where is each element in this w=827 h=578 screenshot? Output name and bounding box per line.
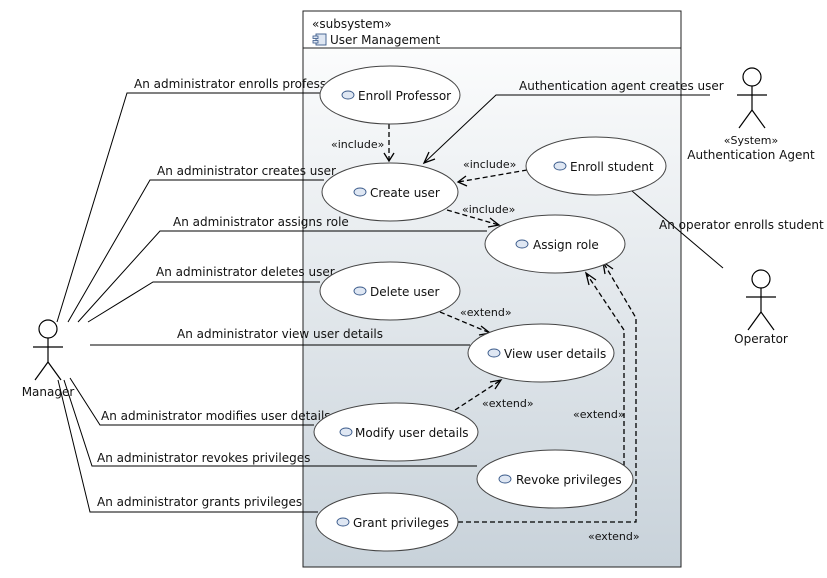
actor-name: Manager [22,385,75,399]
actor-stereotype: «System» [724,134,778,147]
use-case-view-user-details[interactable]: View user details [467,323,615,383]
use-case-label: Delete user [370,285,439,299]
use-case-grant-privileges[interactable]: Grant privileges [315,492,459,552]
relation-labels: «include» «include» «include» «extend» «… [331,138,640,543]
use-case-icon [341,90,355,100]
use-case-icon [353,187,367,197]
use-case-label: View user details [504,347,606,361]
use-case-icon [553,161,567,171]
label-grant-privileges: An administrator grants privileges [97,495,302,509]
label-modify-user-details: An administrator modifies user details [101,409,331,423]
use-case-icon [498,474,512,484]
label-grant-extend: «extend» [588,530,640,543]
dep-grant-extend [458,261,637,523]
use-case-icon [336,517,350,527]
label-create-assign-include: «include» [462,203,515,216]
dependency-lines [383,124,637,523]
component-icon [312,33,327,46]
dep-create-assign-include [446,209,500,226]
use-case-icon [515,239,529,249]
assoc-auth-creates-user [423,94,710,164]
use-case-enroll-student[interactable]: Enroll student [525,136,667,196]
use-case-label: Modify user details [355,426,469,440]
assoc-operator-enrolls-student [631,190,724,269]
label-enroll-professor: An administrator enrolls professor [134,77,338,91]
dep-student-include [457,169,528,183]
actor-operator[interactable]: Operator [734,269,788,346]
actor-name: Operator [734,332,788,346]
subsystem-stereotype: «subsystem» [312,17,392,31]
use-case-label: Grant privileges [353,516,449,530]
use-case-icon [353,286,367,296]
label-modify-extend: «extend» [482,397,534,410]
use-case-delete-user[interactable]: Delete user [319,261,461,321]
label-operator-enrolls-student: An operator enrolls student [659,218,824,232]
dep-create-assign-include-arrowhead [487,217,501,228]
dep-modify-extend-arrowhead [489,379,503,390]
use-case-label: Create user [370,186,440,200]
assoc-grant-privileges [57,379,318,513]
use-case-enroll-professor[interactable]: Enroll Professor [319,65,461,125]
label-revoke-extend: «extend» [573,408,625,421]
actor-manager[interactable]: Manager [22,319,75,399]
dep-modify-extend [454,379,502,411]
assoc-modify-user-details [69,377,314,426]
assoc-revoke-privileges [63,379,477,467]
label-auth-creates-user: Authentication agent creates user [519,79,724,93]
label-view-user-details: An administrator view user details [177,327,383,341]
stick-figure-icon [737,67,767,129]
use-case-icon [487,348,501,358]
assoc-create-user [67,179,324,323]
assoc-auth-arrowhead [422,151,436,165]
use-case-icon [339,427,353,437]
use-case-label: Enroll Professor [358,89,451,103]
use-case-modify-user-details[interactable]: Modify user details [313,402,479,462]
dep-revoke-extend-arrowhead [584,271,597,286]
actor-name: Authentication Agent [687,148,815,162]
label-assign-role: An administrator assigns role [173,215,349,229]
association-labels: An administrator enrolls professor An ad… [97,77,824,509]
assoc-enroll-professor [56,92,320,323]
label-delete-extend: «extend» [460,306,512,319]
dep-delete-extend [439,311,491,334]
assoc-assign-role [77,230,487,323]
use-case-label: Assign role [533,238,599,252]
stick-figure-icon [746,269,776,331]
assoc-delete-user [87,281,320,323]
label-professor-include: «include» [331,138,384,151]
use-case-create-user[interactable]: Create user [321,162,459,222]
use-case-revoke-privileges[interactable]: Revoke privileges [476,449,634,509]
dep-revoke-extend [585,272,625,466]
label-revoke-privileges: An administrator revokes privileges [97,451,310,465]
label-delete-user: An administrator deletes user [156,265,335,279]
actor-authentication-agent[interactable]: «System» Authentication Agent [687,67,815,162]
subsystem-name: User Management [330,33,441,47]
association-lines [56,92,724,513]
dep-professor-include-arrowhead [383,152,395,163]
label-create-user: An administrator creates user [157,164,336,178]
use-case-assign-role[interactable]: Assign role [484,214,626,274]
dep-student-include-arrowhead [456,175,468,187]
use-case-label: Enroll student [570,160,654,174]
use-case-label: Revoke privileges [516,473,622,487]
stick-figure-icon [33,319,63,381]
label-student-include: «include» [463,158,516,171]
